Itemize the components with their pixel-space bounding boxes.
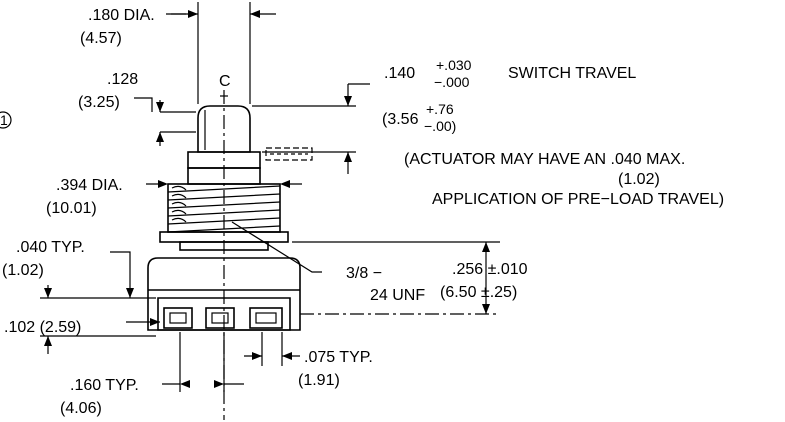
dim-128-mm: (3.25) [78, 94, 120, 111]
dim-394-dia-mm: (10.01) [46, 200, 97, 217]
preload-indicator [265, 147, 313, 161]
dim-256 [292, 241, 500, 315]
svg-text:1: 1 [0, 112, 8, 128]
dim-128-inch: .128 [107, 71, 138, 88]
dim-075-typ [244, 332, 300, 366]
thread-leader [231, 221, 322, 273]
dim-040-typ-inch: .040 TYP. [16, 239, 85, 256]
preload-note-line3: APPLICATION OF PRE−LOAD TRAVEL) [432, 191, 724, 208]
switch-travel-label: SWITCH TRAVEL [508, 65, 636, 82]
dim-102 [40, 318, 160, 354]
preload-note-line1: (ACTUATOR MAY HAVE AN .040 MAX. [404, 151, 685, 168]
centerline-label: C [219, 73, 231, 90]
dim-180-dia [166, 2, 276, 104]
dim-102-text: .102 (2.59) [4, 319, 81, 336]
dim-160-typ-inch: .160 TYP. [70, 377, 139, 394]
dim-180-dia-mm: (4.57) [80, 30, 122, 47]
preload-note-line2: (1.02) [618, 171, 660, 188]
dim-switch-travel [252, 83, 370, 174]
dim-394-dia-inch: .394 DIA. [56, 177, 123, 194]
switch-travel-inch: .140 [384, 65, 415, 82]
dim-075-typ-mm: (1.91) [298, 372, 340, 389]
dim-256-inch: .256 ±.010 [452, 261, 528, 278]
terminals [163, 307, 283, 329]
thread-spec-line2: 24 UNF [370, 287, 425, 304]
dim-180-dia-inch: .180 DIA. [88, 7, 155, 24]
threaded-section [167, 183, 281, 233]
switch-travel-minus: −.000 [434, 74, 470, 90]
dim-128 [134, 97, 196, 146]
thread-spec-line1: 3/8 − [346, 265, 382, 282]
switch-travel-plus: +.030 [436, 57, 472, 73]
bushing-shaft [187, 151, 261, 185]
callout-marker: 1 [0, 111, 12, 129]
switch-travel-mm-plus: +.76 [426, 101, 454, 117]
actuator [197, 105, 251, 153]
switch-travel-mm: (3.56 [382, 111, 419, 128]
dim-040-typ-mm: (1.02) [2, 262, 44, 279]
mounting-nut [179, 241, 269, 251]
dim-075-typ-inch: .075 TYP. [304, 349, 373, 366]
dim-256-mm: (6.50 ±.25) [440, 284, 517, 301]
dim-160-typ-mm: (4.06) [60, 400, 102, 417]
dim-160-typ [162, 332, 244, 392]
dim-040-typ [40, 251, 156, 299]
dim-394-dia [146, 180, 302, 188]
switch-travel-mm-minus: −.00) [424, 118, 456, 134]
